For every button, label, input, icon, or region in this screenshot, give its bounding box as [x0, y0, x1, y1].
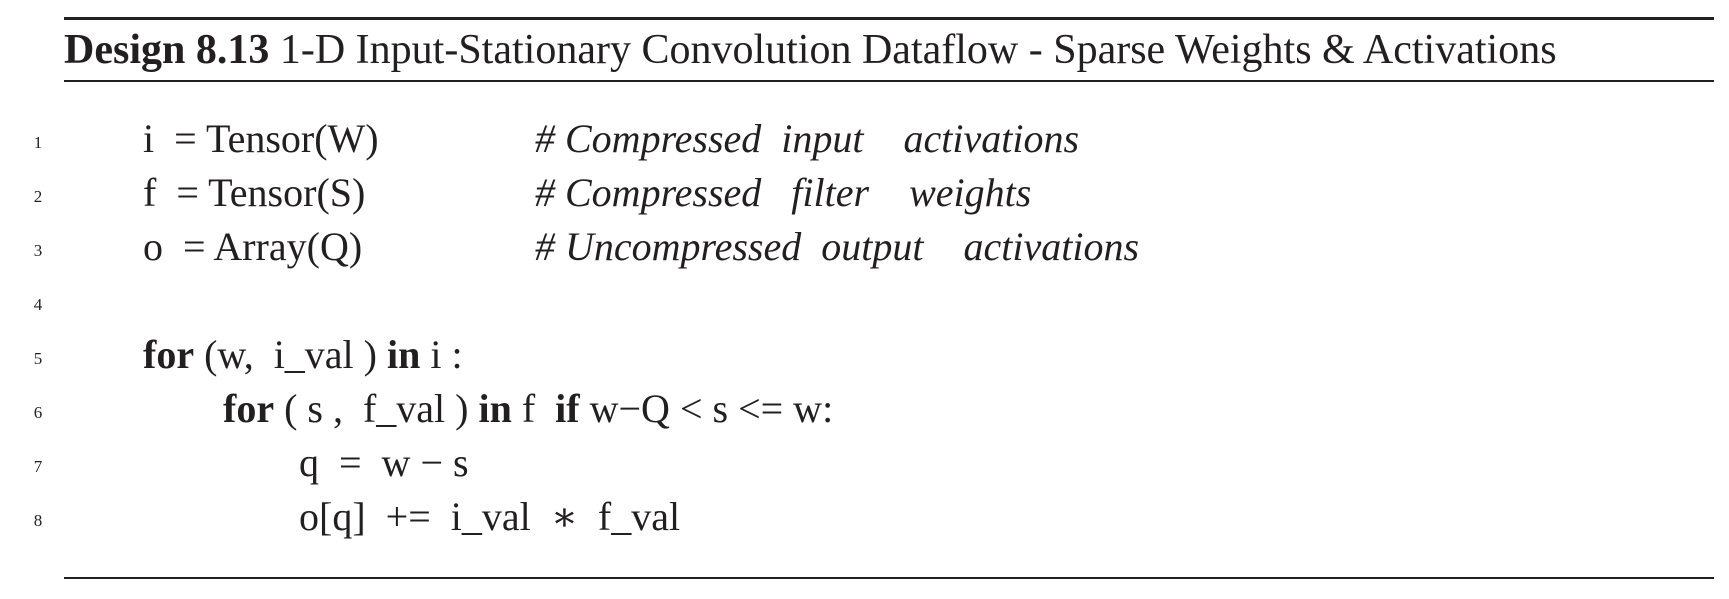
- loop-condition: w−Q < s <= w:: [579, 386, 834, 431]
- loop-tuple: (w, i_val ): [194, 332, 377, 377]
- code-line-1: 1 i = Tensor(W) # Compressed input activ…: [0, 112, 1729, 166]
- code-line-4: 4: [0, 274, 1729, 328]
- loop-tuple: ( s , f_val ): [274, 386, 469, 431]
- code-line-5: 5 for (w, i_val ) in i :: [0, 328, 1729, 382]
- line-number: 5: [33, 349, 43, 368]
- keyword-for: for: [143, 332, 195, 377]
- code-line-3: 3 o = Array(Q) # Uncompressed output act…: [0, 220, 1729, 274]
- line-number: 3: [33, 241, 43, 260]
- code-text: for (w, i_val ) in i :: [143, 328, 463, 382]
- keyword-for: for: [223, 386, 275, 431]
- bottom-rule: [64, 577, 1714, 579]
- line-number: 4: [33, 295, 43, 314]
- caption-title: 1-D Input-Stationary Convolution Dataflo…: [279, 27, 1557, 73]
- code-line-6: 6 for ( s , f_val ) in f if w−Q < s <= w…: [0, 382, 1729, 436]
- code-text: o = Array(Q): [143, 224, 363, 269]
- line-number: 2: [33, 187, 43, 206]
- line-number: 7: [33, 457, 43, 476]
- code-comment: # Uncompressed output activations: [535, 224, 1140, 269]
- code-line-8: 8 o[q] += i_val ∗ f_val: [0, 490, 1729, 544]
- caption-rule: [64, 80, 1714, 82]
- algorithm-caption: Design 8.13 1-D Input-Stationary Convolu…: [64, 20, 1557, 80]
- code-comment: # Compressed filter weights: [535, 170, 1032, 215]
- keyword-in: in: [387, 332, 421, 377]
- caption-label: Design 8.13: [64, 27, 270, 73]
- line-number: 6: [33, 403, 43, 422]
- code-text: i = Tensor(W): [143, 116, 379, 161]
- loop-iterable: f: [511, 386, 556, 431]
- keyword-if: if: [555, 386, 580, 431]
- code-text: f = Tensor(S): [143, 170, 366, 215]
- top-rule: [64, 17, 1714, 20]
- keyword-in: in: [478, 386, 512, 431]
- loop-iterable: i :: [420, 332, 463, 377]
- line-number: 1: [33, 133, 43, 152]
- line-number: 8: [33, 511, 43, 530]
- code-text: q = w − s: [299, 440, 469, 485]
- code-text: o[q] += i_val ∗ f_val: [299, 494, 681, 539]
- code-comment: # Compressed input activations: [535, 116, 1080, 161]
- code-line-2: 2 f = Tensor(S) # Compressed filter weig…: [0, 166, 1729, 220]
- code-line-7: 7 q = w − s: [0, 436, 1729, 490]
- code-text: for ( s , f_val ) in f if w−Q < s <= w:: [223, 382, 833, 436]
